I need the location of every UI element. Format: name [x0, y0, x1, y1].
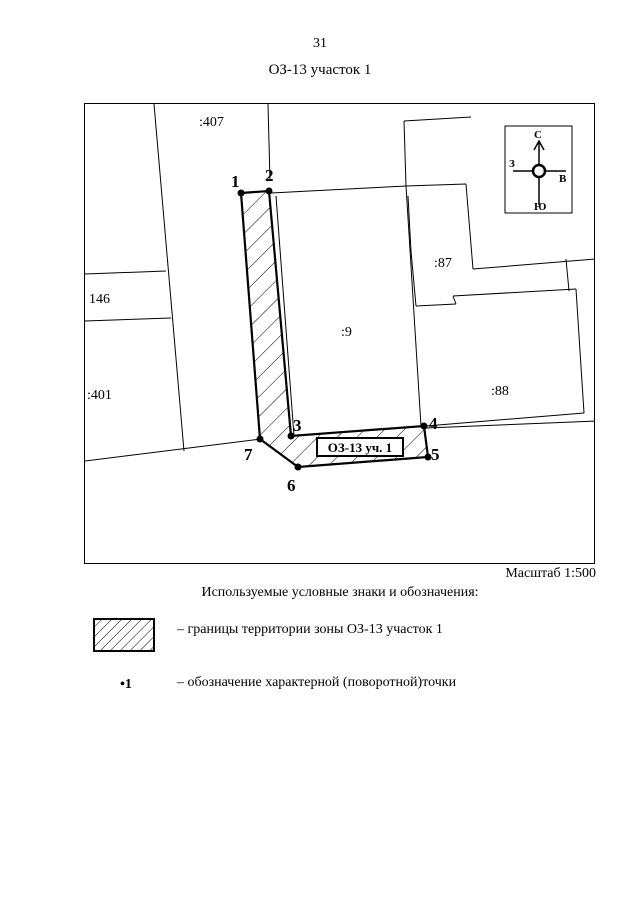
boundary-line [85, 317, 172, 322]
point-2-marker [265, 187, 273, 195]
point-6-marker [294, 463, 302, 471]
boundary-line [575, 288, 585, 414]
zone-oz13-area [239, 189, 430, 469]
point-7-label: 7 [244, 445, 253, 464]
compass-west: З [509, 158, 515, 170]
boundary-line [403, 120, 407, 187]
boundary-line [410, 250, 417, 307]
parcel-9-east [405, 185, 422, 427]
point-2-label: 2 [265, 166, 274, 185]
boundary-line [403, 116, 472, 122]
parcel-9-west [275, 195, 295, 437]
parcel-label-87: :87 [434, 256, 452, 271]
point-1-label: 1 [231, 172, 240, 191]
point-1-marker [237, 189, 245, 197]
parcel-boundaries [85, 104, 594, 462]
compass-east: В [559, 173, 567, 185]
compass-center-icon [531, 163, 547, 179]
point-5-marker [424, 453, 432, 461]
road-edge [85, 438, 262, 462]
zone-label: ОЗ-13 уч. 1 [328, 440, 392, 455]
boundary-line [472, 258, 594, 270]
legend-hatch-description: – границы территории зоны ОЗ-13 участок … [177, 622, 443, 637]
parcel-label-9: :9 [341, 325, 352, 340]
compass-south: Ю [534, 201, 546, 213]
zone-label-box [316, 437, 404, 457]
page-title: ОЗ-13 участок 1 [268, 62, 372, 78]
boundary-line [415, 303, 457, 307]
legend-hatch-swatch [93, 618, 155, 652]
boundary-line [405, 183, 467, 187]
legend-heading: Используемые условные знаки и обозначени… [201, 585, 479, 600]
boundary-line [85, 270, 167, 275]
point-4-label: 4 [429, 414, 438, 433]
boundary-line [465, 183, 474, 270]
compass-north: С [534, 129, 542, 141]
north-arrow-icon [533, 139, 545, 151]
cadastral-map: ОЗ-13 уч. 1 :407 146 :401 :9 :87 :88 1 2… [85, 104, 594, 495]
point-3-label: 3 [293, 416, 302, 435]
boundary-line [153, 104, 185, 452]
point-3-marker [287, 432, 295, 440]
map-frame: ОЗ-13 уч. 1 :407 146 :401 :9 :87 :88 1 2… [84, 103, 595, 564]
boundary-line [407, 195, 412, 252]
page-number: 31 [313, 36, 327, 51]
turning-points [237, 187, 432, 471]
map-scale: Масштаб 1:500 [505, 566, 596, 581]
legend-point-sample: •1 [120, 677, 132, 692]
boundary-line [425, 412, 585, 427]
compass-rose: С Ю З В [504, 125, 573, 214]
legend-point-description: – обозначение характерной (поворотной)то… [177, 675, 457, 690]
boundary-line [270, 185, 407, 194]
boundary-line [565, 258, 570, 292]
parcel-label-401: :401 [87, 388, 112, 403]
parcel-label-146: 146 [89, 292, 110, 307]
parcel-label-88: :88 [491, 384, 509, 399]
boundary-line [267, 104, 271, 182]
parcel-label-407: :407 [199, 115, 224, 130]
point-4-marker [420, 422, 428, 430]
point-5-label: 5 [431, 445, 440, 464]
road-edge [425, 420, 594, 429]
boundary-line [452, 288, 577, 297]
point-7-marker [256, 435, 264, 443]
boundary-line [452, 295, 457, 305]
point-6-label: 6 [287, 476, 296, 495]
